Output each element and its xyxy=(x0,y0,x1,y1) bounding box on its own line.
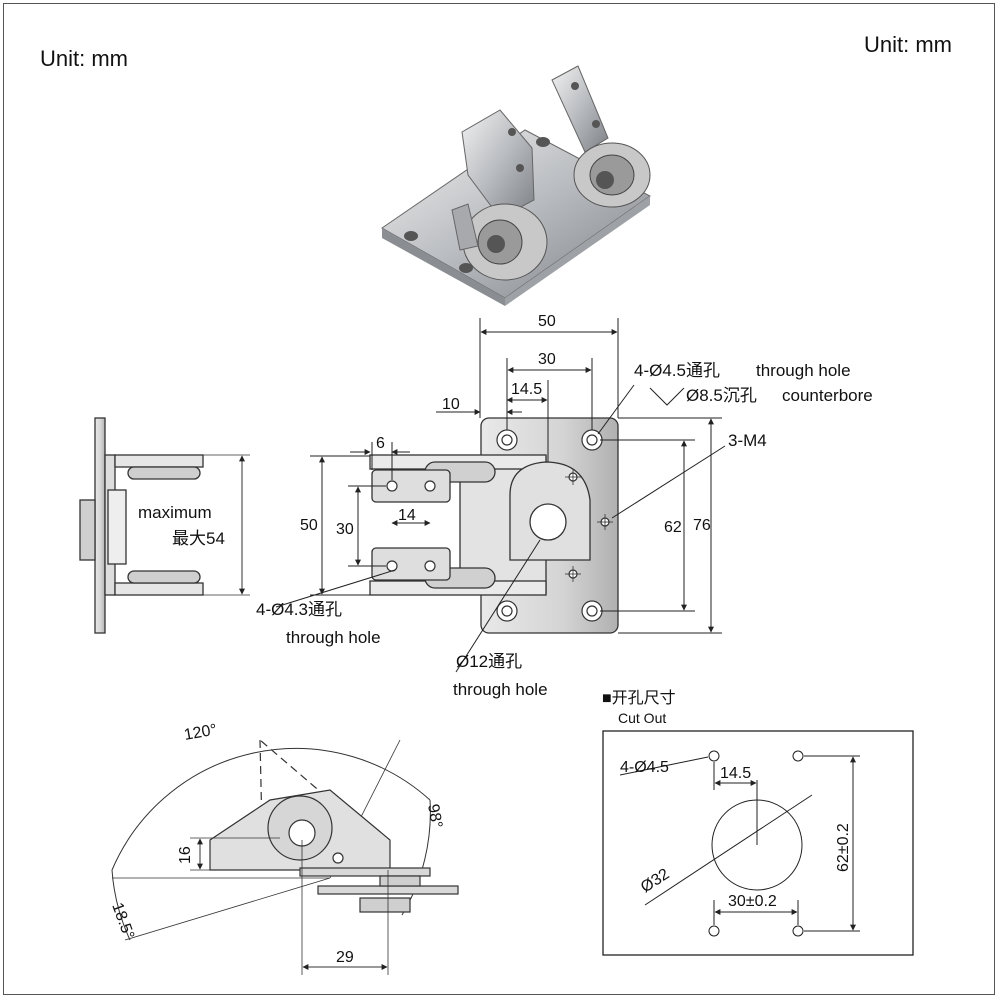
front-dimensions xyxy=(275,318,726,673)
dim-16: 16 xyxy=(177,846,194,864)
cutout-circle-spec: Ø32 xyxy=(638,866,673,897)
tab-holes-en: through hole xyxy=(286,628,381,647)
cutout-dim-30: 30±0.2 xyxy=(728,893,777,910)
center-hole-spec: Ø12通孔 xyxy=(456,652,522,671)
cutout-frame xyxy=(602,730,914,956)
side-max-value: 最大54 xyxy=(172,529,225,548)
cutout-title-cn: ■开孔尺寸 xyxy=(602,689,676,707)
front-view xyxy=(369,417,619,634)
unit-label-left: Unit: mm xyxy=(40,46,128,71)
dim-30-vertical: 30 xyxy=(336,521,354,538)
angle-120: 120° xyxy=(183,721,219,743)
angle-98: 98° xyxy=(424,803,445,830)
front-dim-text: 50 30 14.5 10 6 14 50 30 62 76 xyxy=(300,313,711,538)
dim-76: 76 xyxy=(693,517,711,534)
front-callouts: 4-Ø4.5通孔 through hole Ø8.5沉孔 counterbore… xyxy=(256,361,873,699)
dim-30: 30 xyxy=(538,351,556,368)
rotation-view xyxy=(111,738,459,975)
dim-29: 29 xyxy=(336,949,354,966)
angle-18-5: 18.5° xyxy=(108,901,137,942)
dim-10: 10 xyxy=(442,396,460,413)
counterbore-en: counterbore xyxy=(782,386,873,405)
center-hole-en: through hole xyxy=(453,680,548,699)
cutout-dim-14-5: 14.5 xyxy=(720,765,751,782)
dim-50-vertical: 50 xyxy=(300,517,318,534)
cutout-geometry xyxy=(619,750,860,937)
unit-label-right: Unit: mm xyxy=(864,32,952,57)
dim-62: 62 xyxy=(664,519,682,536)
dim-14-5: 14.5 xyxy=(511,381,542,398)
hole-spec-main: 4-Ø4.5通孔 xyxy=(634,361,720,380)
product-photo xyxy=(381,65,651,306)
hole-spec-main-en: through hole xyxy=(756,361,851,380)
drawing-frame xyxy=(3,3,995,995)
tap-spec: 3-M4 xyxy=(728,431,767,450)
dim-14: 14 xyxy=(398,507,416,524)
dim-6: 6 xyxy=(376,435,385,452)
tab-holes-spec: 4-Ø4.3通孔 xyxy=(256,600,342,619)
cutout-title-en: Cut Out xyxy=(618,710,666,726)
cutout-dim-62: 62±0.2 xyxy=(835,823,852,872)
side-max-label: maximum xyxy=(138,503,212,522)
cutout-holes-spec: 4-Ø4.5 xyxy=(620,759,669,776)
dim-50: 50 xyxy=(538,313,556,330)
center-marks xyxy=(565,469,613,582)
side-view xyxy=(79,417,250,634)
counterbore-spec: Ø8.5沉孔 xyxy=(686,386,757,405)
